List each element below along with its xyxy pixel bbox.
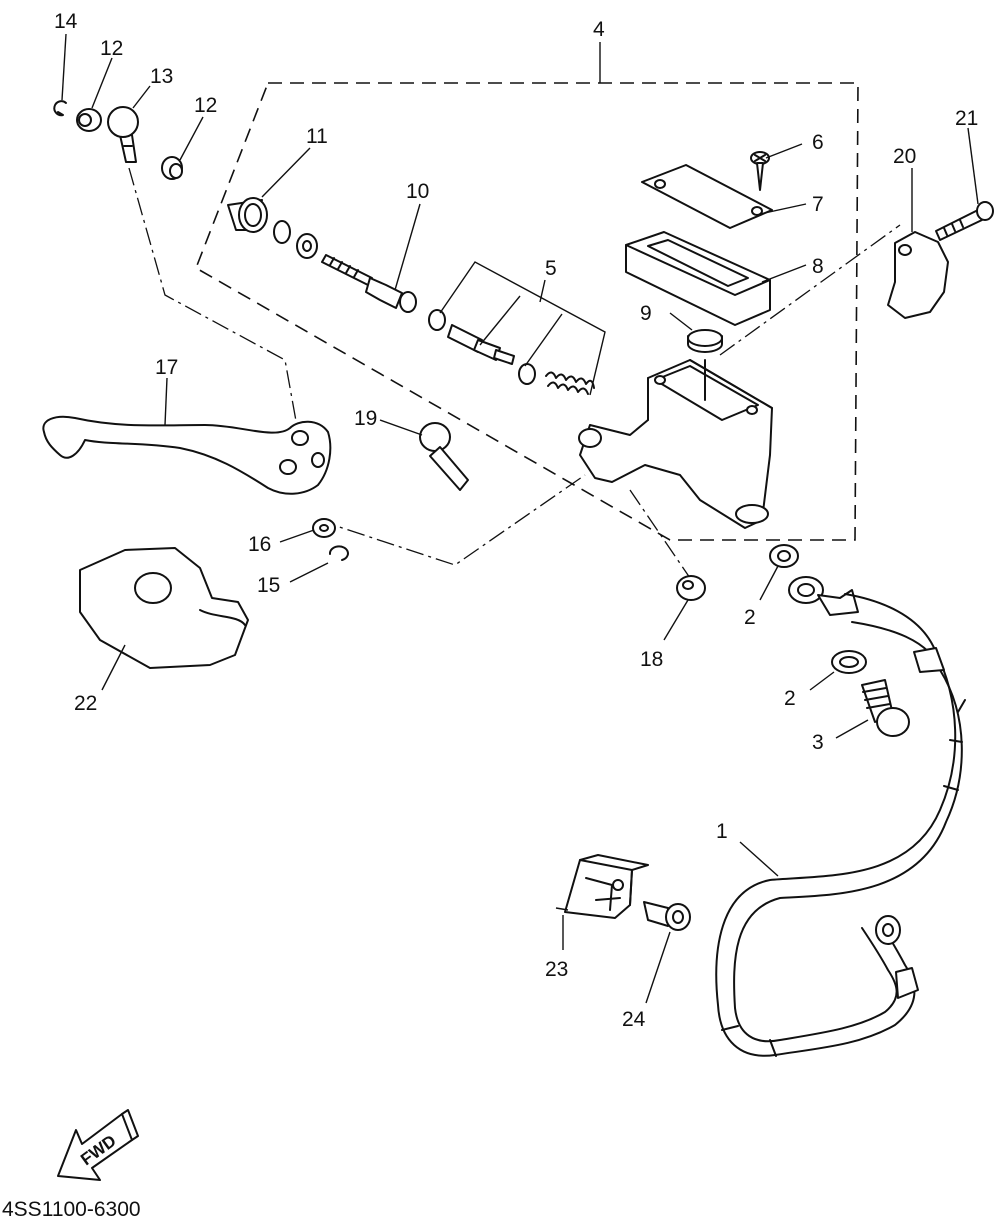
callout-7: 7 (812, 193, 824, 216)
circlip-washer-pair (273, 220, 318, 259)
callout-24: 24 (622, 1008, 646, 1031)
boot-part-11 (227, 197, 268, 233)
callout-17: 17 (155, 356, 178, 379)
callout-13: 13 (150, 65, 173, 88)
callout-18: 18 (640, 648, 663, 671)
leader-lines (61, 33, 979, 1004)
callout-16: 16 (248, 533, 271, 556)
part-callouts: 14 12 13 12 11 10 4 5 6 7 8 9 20 21 17 1… (54, 10, 978, 1031)
callout-5: 5 (545, 257, 557, 280)
callout-8: 8 (812, 255, 824, 278)
callout-14: 14 (54, 10, 78, 33)
pivot-bolt-part-13 (107, 106, 139, 163)
holder-part-20 (887, 231, 949, 319)
nut-part-12-upper (76, 108, 102, 132)
callout-2-lower: 2 (784, 687, 796, 710)
push-rod-part-10 (321, 254, 417, 313)
gasket-part-2-upper (769, 544, 799, 568)
callout-22: 22 (74, 692, 97, 715)
callout-20: 20 (893, 145, 916, 168)
callout-4: 4 (593, 18, 605, 41)
callout-6: 6 (812, 131, 824, 154)
nut-part-18 (676, 575, 706, 601)
collar-part-12-lower (161, 156, 183, 180)
callout-10: 10 (406, 180, 429, 203)
bolt-part-21 (935, 201, 994, 241)
piston-kit-part-5 (428, 261, 606, 396)
union-bolt-part-3 (861, 679, 910, 737)
callout-12-upper: 12 (100, 37, 123, 60)
screw-part-6 (750, 151, 770, 191)
washer-part-16 (312, 518, 336, 538)
reservoir-cap-part-7 (641, 164, 773, 229)
gasket-part-2-lower (831, 650, 867, 674)
master-cylinder-body (578, 359, 773, 529)
forward-arrow-icon: FWD (57, 1109, 139, 1181)
callout-3: 3 (812, 731, 824, 754)
assembly-guide-lines (128, 167, 901, 579)
circlip-part-14 (53, 100, 67, 117)
screw-part-24 (643, 901, 691, 931)
cover-part-22 (79, 547, 249, 669)
callout-19: 19 (354, 407, 377, 430)
callout-11: 11 (306, 125, 328, 148)
master-cylinder-assembly-boundary (195, 82, 859, 541)
callout-15: 15 (257, 574, 280, 597)
callout-12-lower: 12 (194, 94, 217, 117)
diaphragm-part-8 (625, 231, 771, 326)
drawing-number: 4SS1100-6300 (2, 1198, 141, 1221)
circlip-part-15 (328, 545, 349, 561)
bolt-part-19 (419, 422, 469, 491)
callout-2-upper: 2 (744, 606, 756, 629)
callout-1: 1 (716, 820, 728, 843)
callout-9: 9 (640, 302, 652, 325)
callout-21: 21 (955, 107, 978, 130)
brake-hose-part-1 (715, 576, 966, 1057)
switch-part-23 (555, 854, 649, 919)
lever-part-17 (42, 415, 332, 495)
callout-23: 23 (545, 958, 568, 981)
plate-part-9 (687, 329, 723, 353)
